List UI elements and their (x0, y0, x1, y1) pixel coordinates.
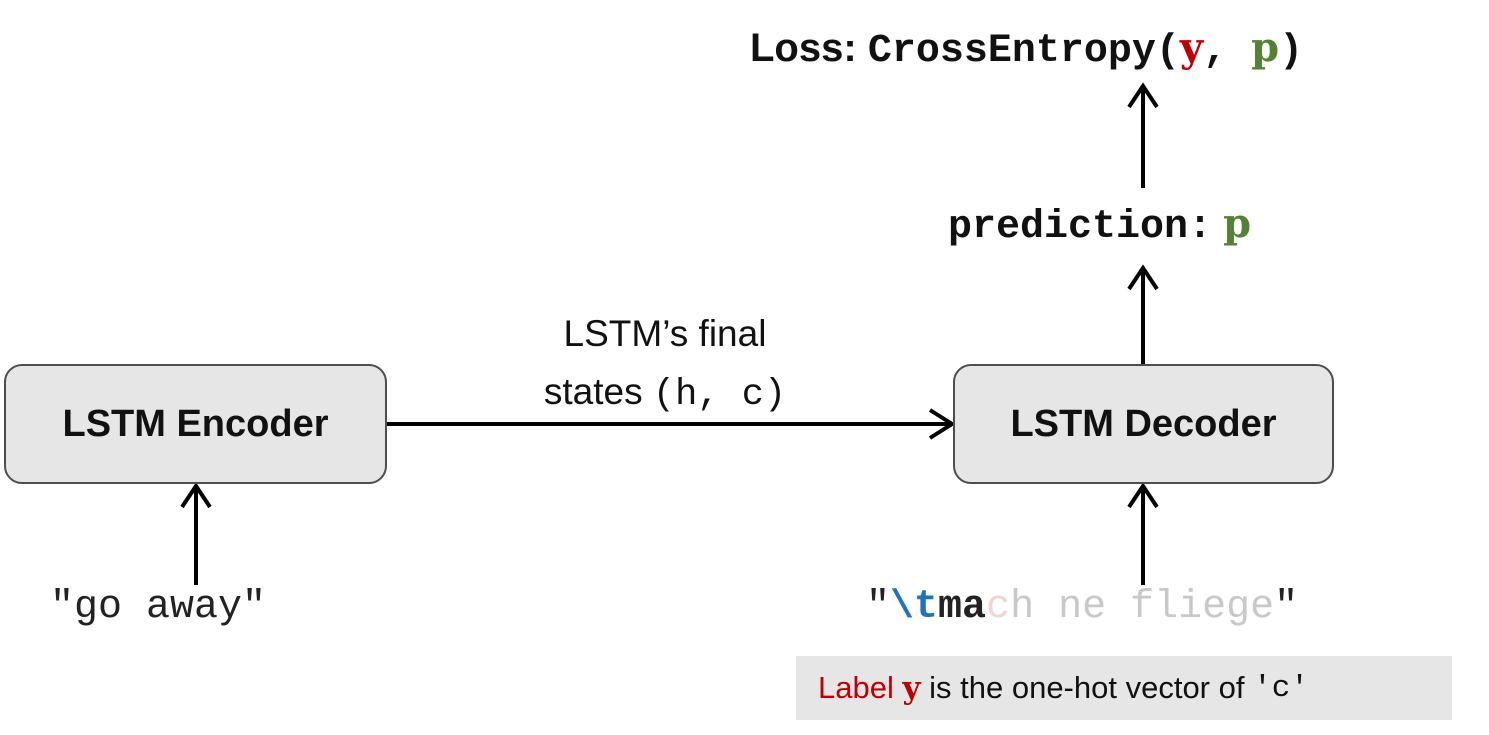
note-code: 'c' (1253, 670, 1309, 706)
edge-label-line2: states (h, c) (500, 363, 830, 424)
note-var: y (902, 670, 921, 706)
target-backslash: \ (890, 585, 915, 630)
note-text: is the one-hot vector of (929, 670, 1245, 705)
edge-label: LSTM’s final states (h, c) (500, 305, 830, 424)
prediction-label: prediction: p (948, 200, 1251, 250)
loss-formula: Loss: CrossEntropy(y, p) (750, 24, 1303, 74)
edge-label-code: (h, c) (652, 374, 787, 416)
edge-label-line1: LSTM’s final (563, 313, 767, 354)
target-bold-part: ma (938, 585, 987, 630)
loss-arg-y: y (1179, 24, 1204, 71)
prediction-var: p (1223, 200, 1252, 247)
label-note: Label y is the one-hot vector of 'c' (796, 656, 1452, 720)
edge-label-states: states (543, 371, 643, 412)
decoder-label: LSTM Decoder (1010, 402, 1277, 445)
target-sentence: "\tmach ne fliege" (866, 585, 1298, 630)
source-sentence: "go away" (50, 585, 267, 630)
encoder-label: LSTM Encoder (62, 402, 329, 445)
target-quote-open: " (866, 585, 891, 630)
encoder-box: LSTM Encoder (4, 364, 387, 484)
loss-sep: , (1203, 29, 1252, 74)
target-quote-close: " (1274, 585, 1299, 630)
target-rest: h ne fliege (1010, 585, 1275, 630)
decoder-box: LSTM Decoder (953, 364, 1334, 484)
loss-fn-open: CrossEntropy( (867, 29, 1180, 74)
target-next-char: c (986, 585, 1011, 630)
loss-fn-close: ) (1279, 29, 1304, 74)
loss-arg-p: p (1251, 24, 1280, 71)
target-t: t (914, 585, 939, 630)
loss-label: Loss: (750, 26, 857, 70)
note-label: Label (818, 670, 894, 705)
prediction-text: prediction: (948, 205, 1213, 250)
